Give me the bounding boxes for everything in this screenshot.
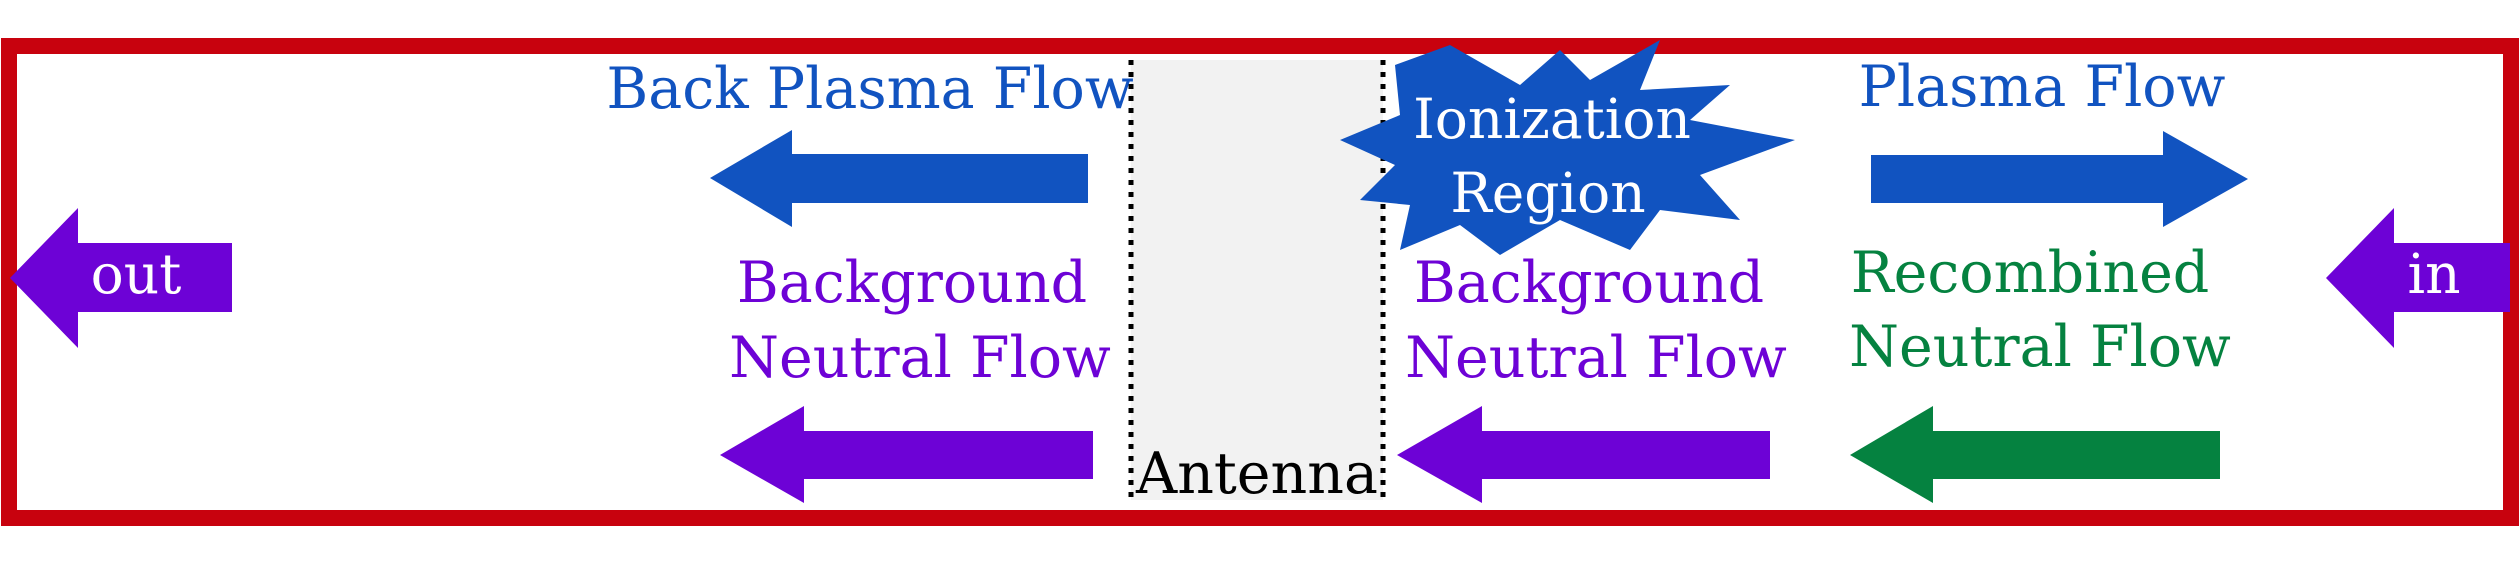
recombined-neutral-flow-line1: Recombined — [1851, 240, 2210, 306]
recombined-neutral-flow-arrow — [1850, 406, 2220, 503]
background-neutral-flow-left-line1: Background — [737, 250, 1087, 316]
in-arrow — [2326, 208, 2510, 348]
chamber-border — [1, 38, 2519, 526]
back-plasma-flow-label: Back Plasma Flow — [606, 56, 1134, 122]
background-neutral-flow-right-line1: Background — [1414, 250, 1764, 316]
out-label: out — [91, 242, 182, 306]
recombined-neutral-flow-line2: Neutral Flow — [1849, 314, 2231, 380]
back-plasma-flow-arrow — [710, 130, 1088, 227]
plasma-flow-label: Plasma Flow — [1859, 54, 2226, 120]
in-label: in — [2407, 242, 2460, 306]
background-neutral-flow-right-line2: Neutral Flow — [1405, 325, 1787, 391]
antenna-region — [1131, 60, 1383, 500]
antenna-label: Antenna — [1135, 441, 1378, 507]
background-neutral-flow-left-arrow — [720, 406, 1093, 503]
background-neutral-flow-right-arrow — [1397, 406, 1770, 503]
ionization-label-line2: Region — [1450, 161, 1645, 225]
ionization-label-line1: Ionization — [1413, 87, 1691, 151]
ionization-starburst-icon — [1340, 40, 1795, 255]
out-arrow — [10, 208, 232, 348]
background-neutral-flow-left-line2: Neutral Flow — [729, 325, 1111, 391]
plasma-flow-arrow — [1871, 131, 2248, 227]
